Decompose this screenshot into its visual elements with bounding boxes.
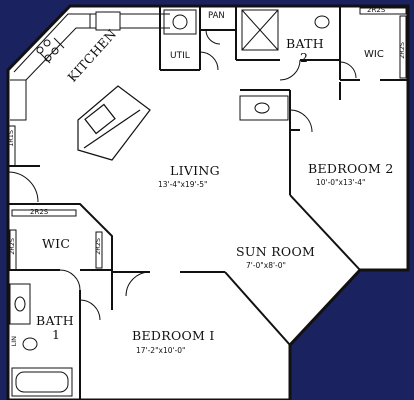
util-label: UTIL	[170, 51, 190, 61]
bath1-fixtures	[9, 283, 73, 397]
sun-room-dimensions: 7'-0"x8'-0"	[246, 261, 286, 270]
living-dimensions: 13'-4"x19'-5"	[158, 180, 208, 189]
vanity-sink-icon	[239, 95, 289, 121]
living-label: LIVING	[170, 163, 220, 178]
bath2-number: 2	[300, 50, 309, 65]
wic-left-label: WIC	[42, 236, 71, 251]
bedroom2-walls	[289, 82, 361, 271]
bedroom1-walls	[111, 271, 291, 346]
washer-dryer-icon	[163, 9, 197, 35]
wic-left-shelves	[9, 209, 103, 271]
wic-top-shelves	[359, 7, 407, 79]
wic-left-side-shelf-a: 2R2S	[8, 238, 16, 255]
wic-top-label: WIC	[364, 49, 384, 60]
kitchen-counter	[10, 13, 170, 121]
left-shelf-label: 1R1S	[7, 130, 15, 147]
bedroom2-dimensions: 10'-0"x13'-4"	[316, 178, 366, 187]
bedroom1-door-swing	[125, 271, 151, 297]
toilet-icon	[314, 15, 330, 29]
wic-top-side-shelf-label: 2R2S	[398, 42, 406, 59]
bath1-door-swing	[79, 299, 101, 321]
linen-label: LIN	[10, 336, 18, 347]
wic-left-door-swing	[59, 269, 81, 291]
bath1-number: 1	[52, 327, 61, 342]
sun-room-label: SUN ROOM	[236, 244, 316, 259]
bedroom1-label: BEDROOM I	[132, 328, 215, 343]
wic-left-side-shelf-b: 2R2S	[94, 238, 102, 255]
utility-walls	[159, 6, 237, 71]
range-icon	[36, 39, 59, 62]
bedroom2-label: BEDROOM 2	[308, 161, 394, 176]
wic-top-shelf-label: 2R2S	[367, 6, 386, 14]
refrigerator-icon	[95, 11, 121, 31]
bedroom2-door-swing	[289, 109, 313, 133]
bath1-label: BATH	[36, 313, 74, 328]
wic-left-shelf-label: 2R2S	[30, 208, 49, 216]
entry-door-swing	[7, 171, 39, 203]
bath2-door-swing	[279, 59, 301, 81]
bath2-label: BATH	[286, 36, 324, 51]
utility-door-swing	[199, 51, 219, 71]
wic-top-door-swing	[339, 61, 357, 79]
kitchen-island	[77, 85, 151, 161]
pan-label: PAN	[208, 11, 225, 21]
shower-icon	[241, 9, 279, 51]
pantry-door-swing	[205, 29, 221, 45]
bedroom1-dimensions: 17'-2"x10'-0"	[136, 346, 186, 355]
